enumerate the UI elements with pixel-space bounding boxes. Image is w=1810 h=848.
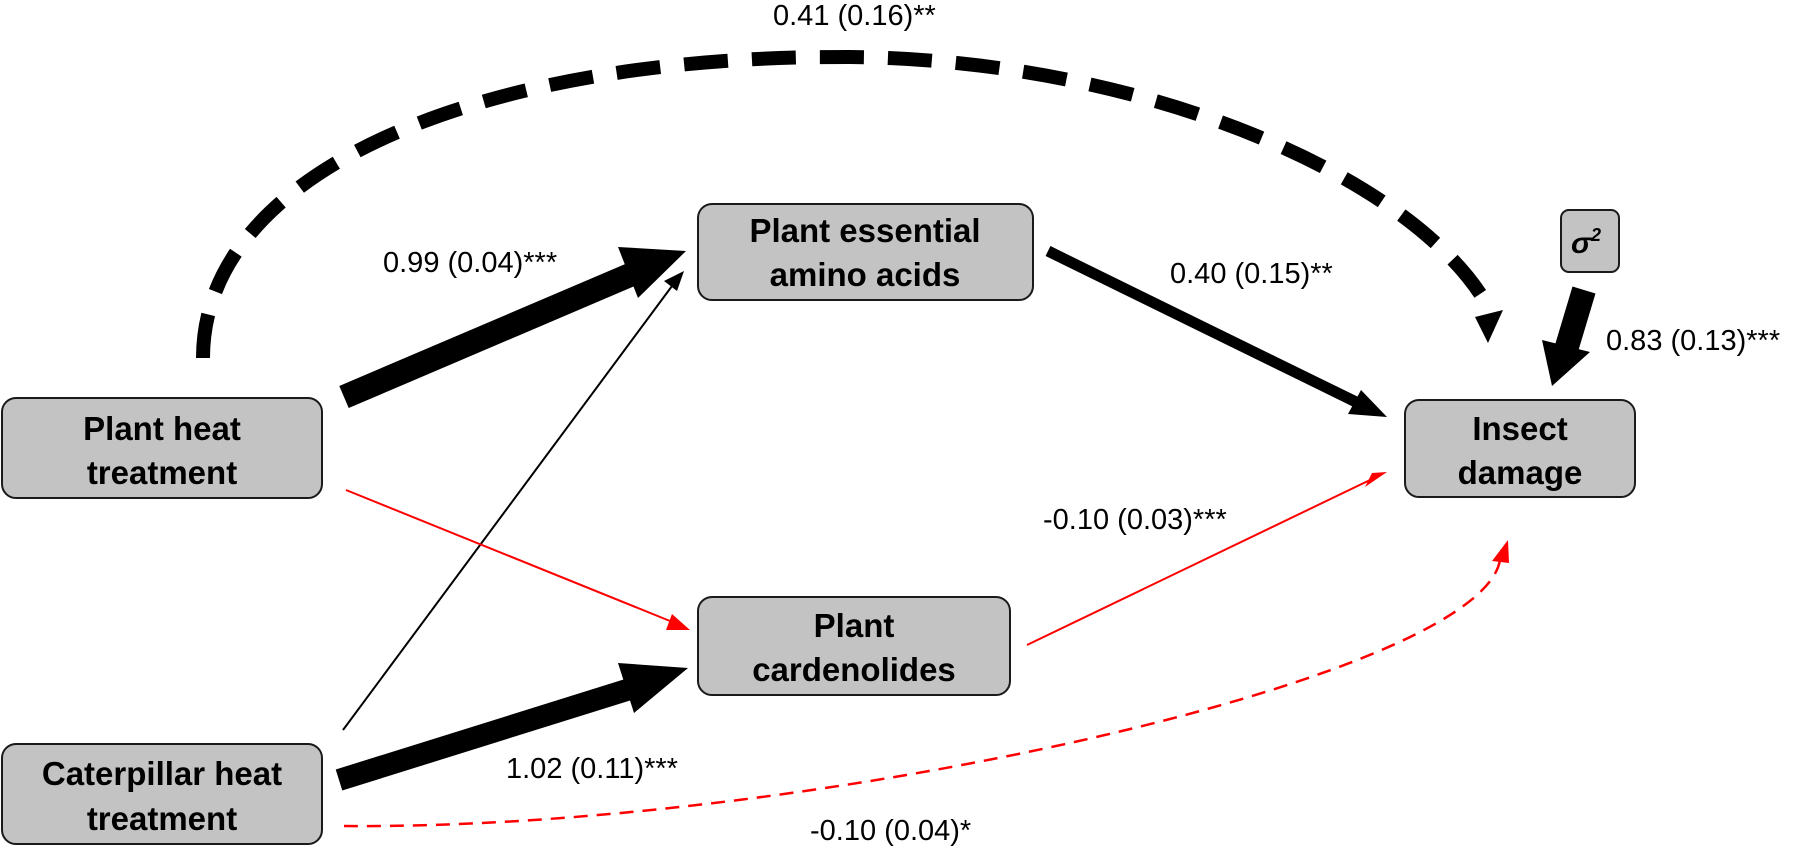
edge-label-amino-to-damage: 0.40 (0.15)** — [1170, 258, 1333, 290]
edge-amino-to-damage-arrowhead — [1348, 390, 1387, 417]
sigma-exponent: 2 — [1590, 225, 1601, 245]
node-label-line: cardenolides — [752, 651, 956, 688]
edge-caterpillar-to-amino — [342, 285, 673, 731]
edge-caterpillar-to-amino-arrowhead — [664, 271, 684, 291]
edge-label-caterpillar-to-damage: -0.10 (0.04)* — [810, 815, 971, 847]
edge-label-plant-heat-to-damage: 0.41 (0.16)** — [773, 0, 936, 32]
edge-cardenolides-to-damage-arrowhead — [1365, 472, 1387, 487]
node-plant-heat-treatment: Plant heat treatment — [1, 397, 323, 499]
node-label-line: Plant essential — [749, 212, 980, 249]
edge-caterpillar-to-damage-arrowhead — [1492, 540, 1509, 563]
edge-amino-to-damage — [1045, 246, 1359, 407]
edge-error-to-damage — [1554, 286, 1596, 354]
node-plant-cardenolides: Plant cardenolides — [697, 596, 1011, 696]
sigma-symbol: σ2 — [1571, 225, 1601, 260]
node-label-line: amino acids — [770, 256, 961, 293]
node-error-variance: σ2 — [1560, 209, 1620, 273]
node-label-line: treatment — [87, 454, 237, 491]
edge-plant-heat-to-cardenolides — [345, 489, 671, 622]
node-plant-essential-amino-acids: Plant essential amino acids — [697, 203, 1034, 301]
node-caterpillar-heat-treatment: Caterpillar heat treatment — [1, 743, 323, 845]
edge-cardenolides-to-damage — [1026, 479, 1371, 646]
edge-plant-heat-to-damage — [196, 49, 1497, 359]
edge-label-plant-heat-to-amino: 0.99 (0.04)*** — [383, 247, 557, 279]
edge-caterpillar-to-cardenolides — [335, 678, 634, 791]
edge-plant-heat-to-damage-arrowhead — [1475, 310, 1503, 343]
node-label-line: Insect — [1472, 410, 1567, 447]
node-insect-damage: Insect damage — [1404, 399, 1636, 498]
node-label-line: damage — [1458, 454, 1583, 491]
sigma-letter: σ — [1571, 227, 1592, 260]
edge-error-to-damage-arrowhead — [1542, 340, 1590, 386]
node-label-line: Plant heat — [83, 410, 241, 447]
node-label-line: treatment — [87, 800, 237, 837]
edge-caterpillar-to-damage — [343, 559, 1502, 828]
edge-caterpillar-to-cardenolides-arrowhead — [618, 663, 688, 713]
node-label-line: Plant — [814, 607, 895, 644]
edge-plant-heat-to-amino-arrowhead — [618, 247, 686, 298]
edge-label-cardenolides-to-damage: -0.10 (0.03)*** — [1043, 504, 1227, 536]
edge-plant-heat-to-cardenolides-arrowhead — [666, 614, 690, 630]
edge-label-caterpillar-to-cardenolides: 1.02 (0.11)*** — [506, 753, 678, 785]
edge-plant-heat-to-amino — [339, 263, 635, 409]
node-label-line: Caterpillar heat — [42, 755, 282, 792]
edge-label-error-to-damage: 0.83 (0.13)*** — [1606, 325, 1780, 357]
